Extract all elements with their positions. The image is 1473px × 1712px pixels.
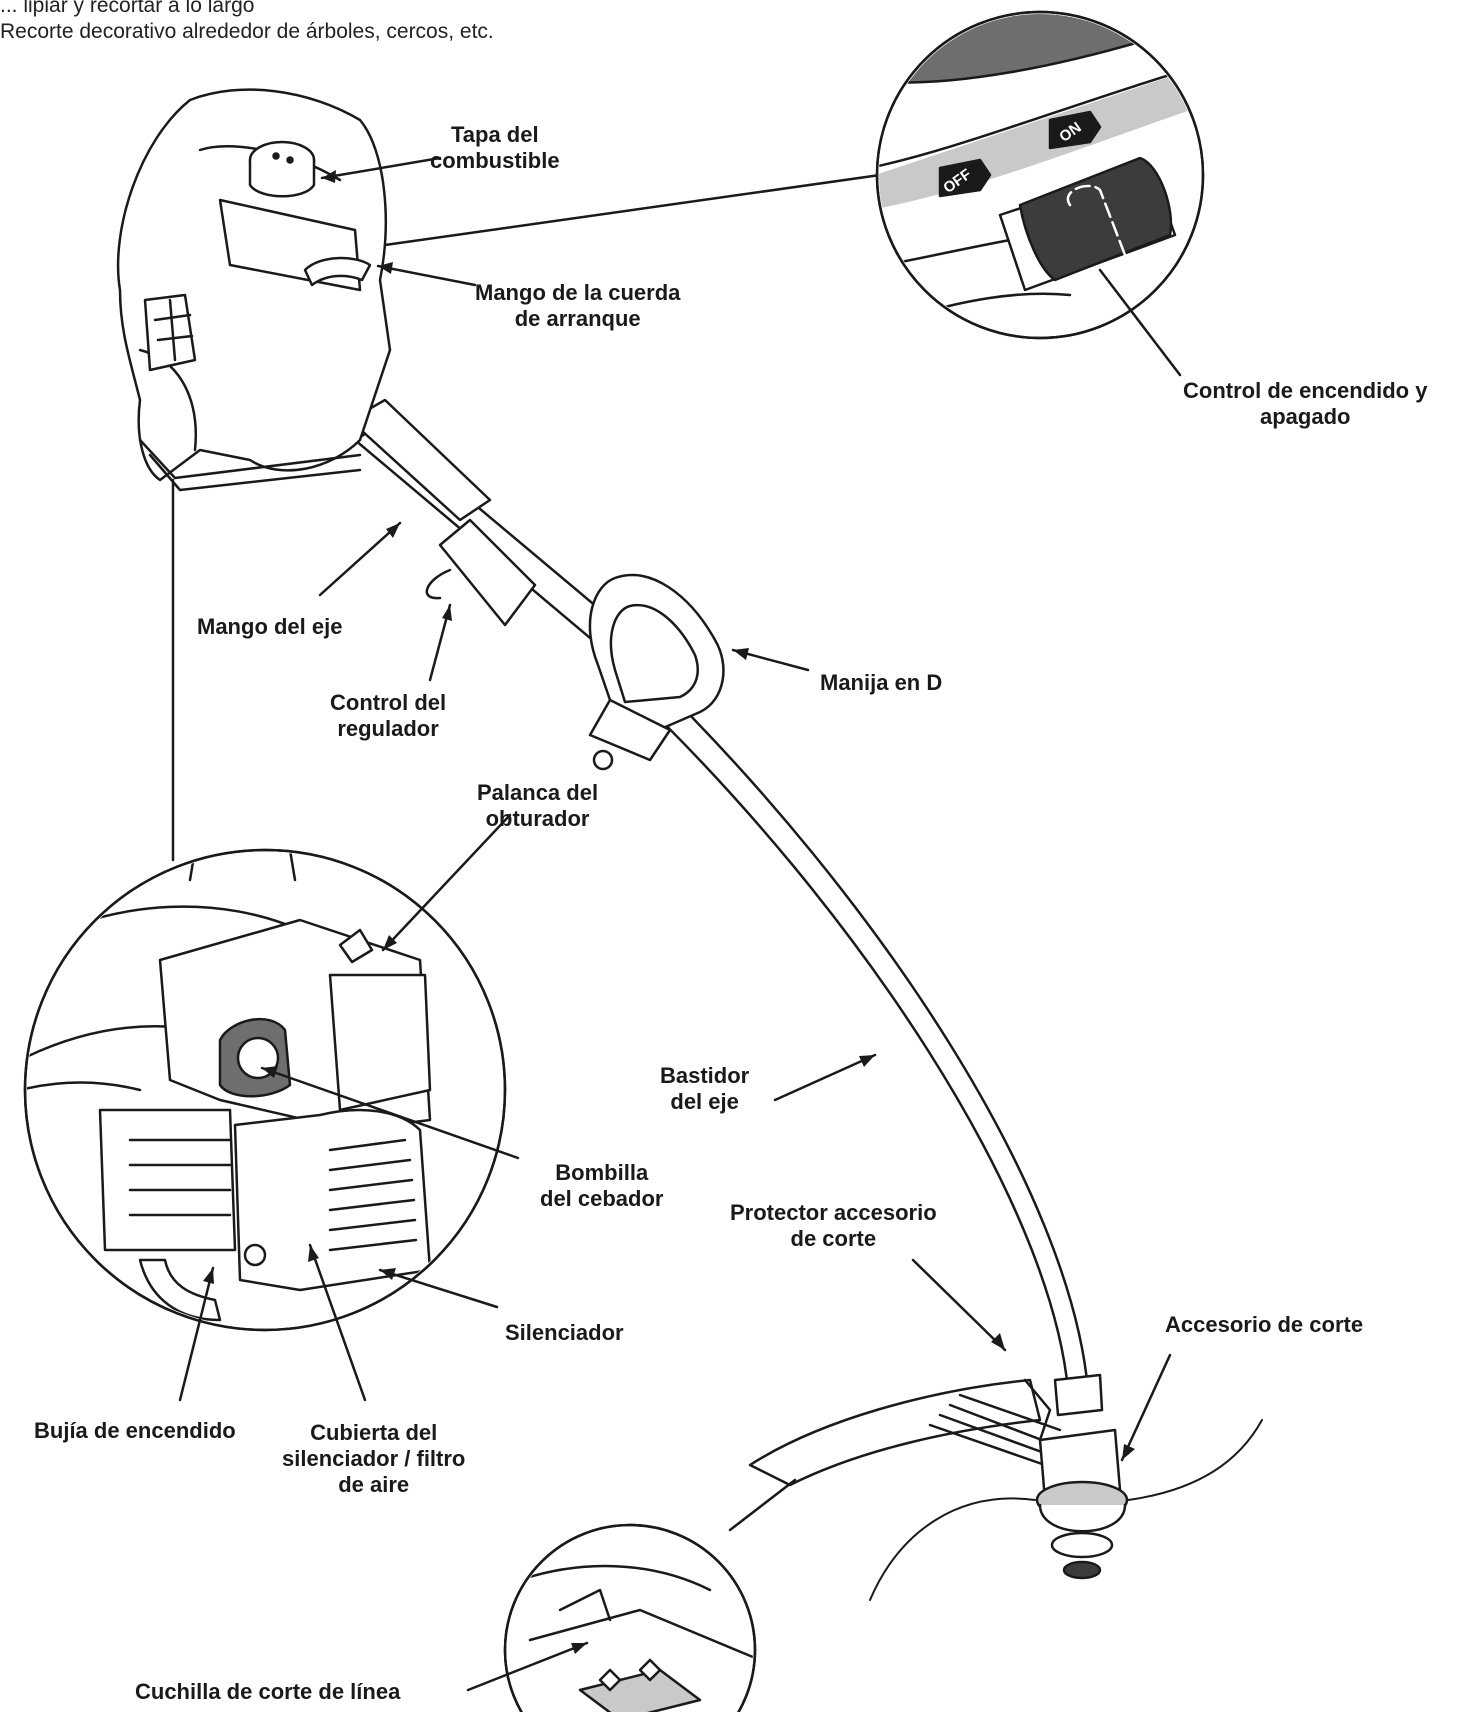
callout-throttle-line-1: Control del [330, 690, 447, 715]
callout-muffler-cover-line-3: de aire [338, 1472, 410, 1497]
callout-guard-line-2: de corte [790, 1226, 877, 1251]
callout-spark-plug: Bujía de encendido [34, 1418, 236, 1444]
intro-line-1: ... lipiar y recortar a lo largo [0, 0, 255, 17]
callout-fuel-cap: Tapa del combustible [430, 122, 560, 174]
callout-d-handle: Manija en D [820, 670, 942, 696]
intro-line-2: Recorte decorativo alrededor de árboles,… [0, 20, 494, 43]
callout-on-off-line-1: Control de encendido y [1183, 378, 1428, 403]
callout-choke-line-2: obturador [485, 806, 590, 831]
callout-primer-bulb: Bombilla del cebador [540, 1160, 663, 1212]
callout-muffler-line-1: Silenciador [505, 1320, 624, 1345]
choke-lever [338, 928, 374, 964]
callout-choke-lever: Palanca del obturador [477, 780, 598, 832]
callout-guard-line-1: Protector accesorio [730, 1200, 937, 1225]
engine-bottom-handle [138, 438, 362, 480]
callout-primer-line-1: Bombilla [555, 1160, 649, 1185]
callout-shaft-housing: Bastidor del eje [660, 1063, 749, 1115]
callout-muffler-cover: Cubierta del silenciador / filtro de air… [282, 1420, 465, 1498]
engine-housing [116, 88, 392, 482]
callout-spark-plug-line-1: Bujía de encendido [34, 1418, 236, 1443]
callout-shaft-housing-line-2: del eje [670, 1089, 739, 1114]
throttle-trigger [425, 568, 452, 600]
spark-plug [243, 1243, 267, 1267]
callout-shaft-housing-line-1: Bastidor [660, 1063, 750, 1088]
d-handle-clamp [588, 698, 672, 762]
callout-starter-line-1: Mango de la cuerda [475, 280, 681, 305]
callout-shaft-handle-line-1: Mango del eje [197, 614, 343, 639]
callout-line-cutter-blade: Cuchilla de corte de línea [135, 1679, 400, 1705]
callout-throttle-line-2: regulador [337, 716, 439, 741]
callout-fuel-cap-line-1: Tapa del [450, 122, 539, 147]
callout-fuel-cap-line-2: combustible [430, 148, 560, 173]
callout-line-cutter-line-1: Cuchilla de corte de línea [135, 1679, 401, 1704]
callout-guard: Protector accesorio de corte [730, 1200, 937, 1252]
callout-cutting-attachment-line-1: Accesorio de corte [1165, 1312, 1364, 1337]
callout-starter-rope-handle: Mango de la cuerda de arranque [475, 280, 680, 332]
callout-throttle-control: Control del regulador [330, 690, 446, 742]
callout-shaft-handle: Mango del eje [197, 614, 342, 640]
callout-muffler-cover-line-1: Cubierta del [310, 1420, 438, 1445]
callout-starter-line-2: de arranque [514, 306, 641, 331]
callout-choke-line-1: Palanca del [477, 780, 599, 805]
callout-on-off-line-2: apagado [1260, 404, 1351, 429]
shaft-handle-grip [348, 398, 492, 522]
trimmer-line-right [1127, 1419, 1263, 1501]
callout-on-off-control: Control de encendido y apagado [1183, 378, 1427, 430]
callout-muffler: Silenciador [505, 1320, 624, 1346]
callout-muffler-cover-line-2: silenciador / filtro [282, 1446, 466, 1471]
cutting-guard [748, 1378, 1042, 1487]
on-off-switch [1018, 156, 1173, 282]
throttle-block [438, 518, 537, 627]
starter-handle [303, 256, 372, 287]
callout-primer-line-2: del cebador [540, 1186, 664, 1211]
trimmer-line-left [869, 1497, 1036, 1601]
lower-shaft [628, 673, 1090, 1392]
callout-d-handle-line-1: Manija en D [820, 670, 943, 695]
callout-cutting-attachment: Accesorio de corte [1165, 1312, 1363, 1338]
